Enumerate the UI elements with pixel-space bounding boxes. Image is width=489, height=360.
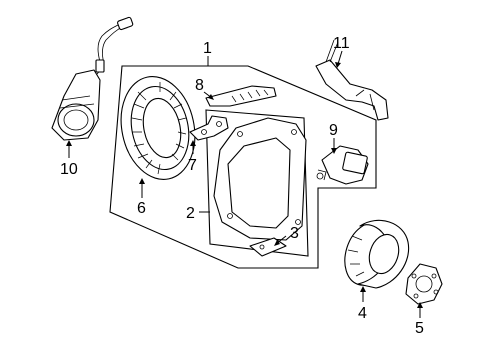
assembly-outline-2 (205, 109, 309, 257)
callout-8: 8 (195, 77, 204, 94)
leader-lines (66, 50, 423, 318)
part-8-cover-plate[interactable] (205, 85, 277, 107)
callout-6: 6 (137, 200, 146, 217)
part-9-connector[interactable] (316, 145, 369, 185)
part-11-bracket[interactable] (315, 39, 389, 121)
part-5-washer[interactable] (405, 263, 443, 305)
callout-7: 7 (188, 157, 197, 174)
callout-5: 5 (415, 320, 424, 337)
part-10-ring-bracket[interactable] (51, 16, 134, 141)
callout-2: 2 (186, 205, 195, 222)
callout-11: 11 (333, 35, 350, 52)
callout-10: 10 (60, 161, 78, 178)
part-4-rotor[interactable] (337, 217, 410, 291)
assembly-outline-1 (109, 65, 377, 269)
part-7-bracket[interactable] (189, 115, 229, 141)
callout-1: 1 (203, 40, 212, 57)
callout-4: 4 (358, 305, 367, 322)
part-6-stator[interactable] (112, 70, 204, 187)
callout-3: 3 (290, 225, 299, 242)
callout-9: 9 (329, 122, 338, 139)
part-2-housing[interactable] (213, 117, 307, 241)
